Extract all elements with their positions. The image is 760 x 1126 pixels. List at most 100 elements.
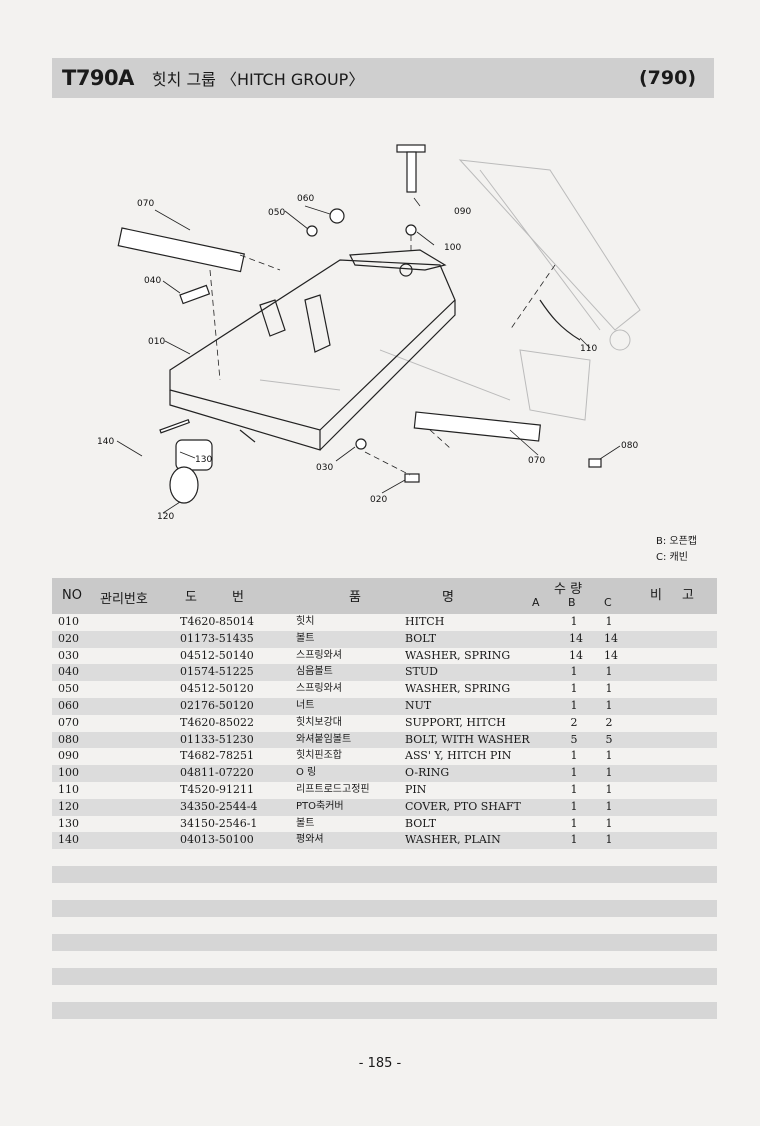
col-mgmt-number: 관리번호 xyxy=(100,592,148,607)
background-linkage xyxy=(259,159,641,421)
korean-name: 스프링와셔 xyxy=(296,649,342,661)
part-no: 060 xyxy=(58,698,79,712)
callout-070-left: 070 xyxy=(137,199,154,209)
callout-140: 140 xyxy=(97,437,114,447)
qty-c: 14 xyxy=(604,648,618,662)
qty-b: 14 xyxy=(569,631,583,645)
callout-020: 020 xyxy=(370,495,387,505)
col-qty: 수 량 xyxy=(554,582,583,597)
diagram-drawing: 070 050 060 090 100 040 010 110 140 130 … xyxy=(97,144,641,522)
qty-c: 1 xyxy=(605,665,613,679)
english-name: COVER, PTO SHAFT xyxy=(405,799,521,813)
korean-name: 힛치핀조합 xyxy=(296,750,342,762)
qty-b: 1 xyxy=(570,799,578,813)
qty-c: 1 xyxy=(605,816,613,830)
qty-c: 1 xyxy=(605,766,613,780)
col-drawing-1: 도 xyxy=(185,590,197,605)
korean-name: O 링 xyxy=(296,767,317,779)
qty-b: 14 xyxy=(569,648,583,662)
col-qty-b: B xyxy=(568,596,576,609)
part-number: 04811-07220 xyxy=(180,766,254,780)
callout-080: 080 xyxy=(621,441,638,451)
col-remark-1: 비 xyxy=(650,588,662,603)
blank-row xyxy=(52,1002,717,1019)
col-name-2: 명 xyxy=(442,590,454,605)
korean-name: 평와셔 xyxy=(296,834,324,846)
callout-090: 090 xyxy=(454,207,471,217)
page-number: - 185 - xyxy=(358,1056,402,1071)
callout-030: 030 xyxy=(316,463,333,473)
english-name: NUT xyxy=(405,698,432,712)
english-name: BOLT xyxy=(405,631,437,645)
part-number: T4620-85014 xyxy=(180,615,255,628)
blank-row xyxy=(52,968,717,985)
english-name: WASHER, SPRING xyxy=(405,682,511,696)
callout-130: 130 xyxy=(195,455,212,465)
qty-b: 1 xyxy=(570,665,578,679)
korean-name: PTO축커버 xyxy=(296,800,344,812)
korean-name: 볼트 xyxy=(296,817,315,829)
korean-name: 스프링와셔 xyxy=(296,683,342,695)
english-name: HITCH xyxy=(405,615,445,628)
col-remark-2: 고 xyxy=(682,588,694,603)
qty-b: 1 xyxy=(570,833,578,847)
col-no: NO xyxy=(62,588,82,603)
qty-b: 1 xyxy=(570,782,578,796)
qty-b: 1 xyxy=(570,816,578,830)
legend-c: C: 캐빈 xyxy=(656,552,688,563)
part-no: 040 xyxy=(58,665,79,679)
blank-row xyxy=(52,900,717,917)
callout-labels: 070 050 060 090 100 040 010 110 140 130 … xyxy=(97,194,638,522)
english-name: BOLT, WITH WASHER xyxy=(405,732,530,746)
qty-b: 1 xyxy=(570,698,578,712)
korean-name: 힛치 xyxy=(296,616,315,627)
parts xyxy=(117,144,602,504)
qty-c: 1 xyxy=(605,682,613,696)
part-no: 140 xyxy=(58,833,79,847)
table-row: 130 34150-2546-1 볼트 BOLT 1 1 xyxy=(52,816,717,833)
page-header: T790A 힛치 그룹 〈HITCH GROUP〉 (790) xyxy=(52,58,714,98)
col-qty-a: A xyxy=(532,596,540,609)
english-name: STUD xyxy=(405,665,438,679)
col-name-1: 품 xyxy=(349,590,361,605)
qty-b: 2 xyxy=(570,715,578,729)
qty-b: 1 xyxy=(570,682,578,696)
korean-name: 너트 xyxy=(296,699,315,711)
part-number: 01173-51435 xyxy=(180,631,254,645)
hitch-frame xyxy=(169,249,456,451)
english-name: WASHER, SPRING xyxy=(405,648,511,662)
part-number: 02176-50120 xyxy=(180,698,254,712)
korean-name: 힛치보강대 xyxy=(296,716,342,728)
callout-040: 040 xyxy=(144,276,161,286)
blank-row xyxy=(52,866,717,883)
blank-row xyxy=(52,934,717,951)
part-no: 130 xyxy=(58,816,79,830)
korean-name: 볼트 xyxy=(296,632,315,644)
qty-c: 1 xyxy=(605,615,613,628)
col-drawing-2: 번 xyxy=(232,590,244,605)
part-number: 34150-2546-1 xyxy=(180,816,258,830)
col-qty-c: C xyxy=(604,596,612,609)
part-number: 04013-50100 xyxy=(180,833,254,847)
part-no: 120 xyxy=(58,799,79,813)
part-number: 04512-50140 xyxy=(180,648,254,662)
leader-lines xyxy=(116,197,621,514)
qty-c: 1 xyxy=(605,749,613,763)
callout-060: 060 xyxy=(297,194,314,204)
part-number: 34350-2544-4 xyxy=(180,799,258,813)
part-no: 020 xyxy=(58,631,79,645)
part-number: T4682-78251 xyxy=(180,749,255,763)
english-name: BOLT xyxy=(405,816,437,830)
